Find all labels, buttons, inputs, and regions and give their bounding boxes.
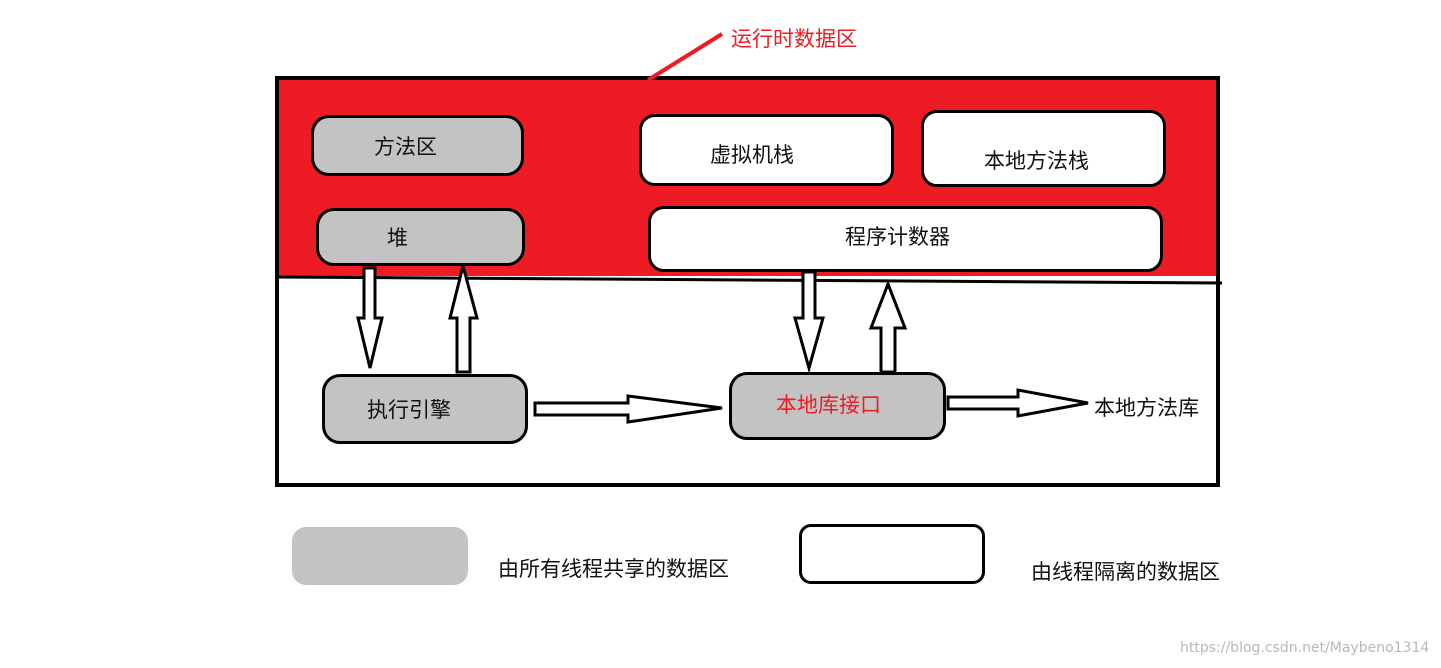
arrow-interface-to-library: [946, 388, 1089, 418]
legend-shared-label: 由所有线程共享的数据区: [498, 557, 729, 581]
runtime-area-title: 运行时数据区: [731, 27, 857, 51]
arrow-engine-to-heap: [448, 260, 479, 374]
execution-engine-label: 执行引擎: [367, 398, 451, 422]
arrow-engine-to-interface: [533, 394, 723, 424]
native-interface-label: 本地库接口: [776, 393, 881, 417]
program-counter-label: 程序计数器: [845, 225, 950, 249]
vm-stack-label: 虚拟机栈: [710, 143, 794, 167]
watermark: https://blog.csdn.net/Maybeno1314: [1180, 640, 1430, 656]
execution-engine-box: 执行引擎: [322, 374, 528, 444]
native-library-label: 本地方法库: [1094, 396, 1199, 420]
title-leader-line: [646, 32, 724, 82]
method-area-label: 方法区: [374, 134, 437, 159]
method-area-box: 方法区: [311, 115, 524, 176]
native-method-stack-box: 本地方法栈: [921, 110, 1166, 187]
native-interface-box: 本地库接口: [729, 372, 946, 440]
runtime-area-divider: [276, 275, 1223, 285]
program-counter-box: 程序计数器: [648, 206, 1163, 272]
native-method-stack-label: 本地方法栈: [984, 148, 1089, 173]
legend-shared-swatch: [292, 527, 468, 585]
heap-label: 堆: [387, 226, 408, 250]
arrow-heap-to-engine: [356, 266, 384, 369]
vm-stack-box: 虚拟机栈: [639, 114, 894, 186]
heap-box: 堆: [316, 208, 525, 266]
legend-isolated-swatch: [799, 524, 985, 584]
legend-isolated-label: 由线程隔离的数据区: [1031, 560, 1220, 584]
arrow-counter-to-interface: [793, 270, 825, 374]
arrow-interface-to-counter: [868, 279, 908, 374]
